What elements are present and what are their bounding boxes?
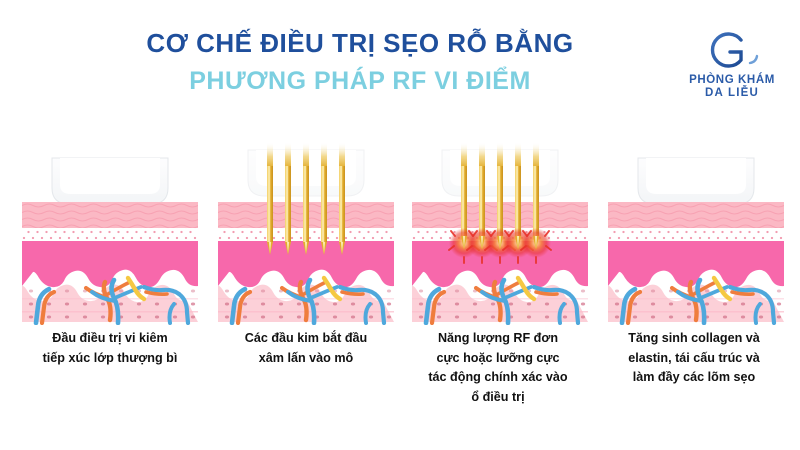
- step-panel-2: [218, 140, 394, 330]
- skin-cross-section-4: [608, 202, 784, 323]
- title-line-1: CƠ CHẾ ĐIỀU TRỊ SẸO RỖ BẰNG: [146, 28, 574, 58]
- step-panel-4: [608, 140, 784, 330]
- page-title: CƠ CHẾ ĐIỀU TRỊ SẸO RỖ BẰNG PHƯƠNG PHÁP …: [60, 28, 660, 96]
- caption-line: xâm lấn vào mô: [258, 350, 354, 365]
- step-panel-1: [22, 140, 198, 330]
- step-3-illustration: [412, 142, 588, 325]
- step-1-illustration: [22, 157, 198, 325]
- step-2-caption: Các đầu kim bắt đầu xâm lấn vào mô: [213, 329, 399, 368]
- caption-line: tác động chính xác vào: [428, 370, 568, 384]
- step-panel-3: [412, 140, 588, 330]
- caption-line: làm đầy các lõm sẹo: [632, 370, 756, 384]
- caption-line: tiếp xúc lớp thượng bì: [42, 350, 178, 365]
- microneedle-array-3: [448, 142, 552, 264]
- step-2-illustration: [218, 142, 394, 325]
- caption-line: Các đầu kim bắt đầu: [244, 331, 368, 345]
- device-head-4: [637, 157, 755, 205]
- caption-line: Đầu điều trị vi kiêm: [52, 331, 168, 345]
- title-line-2: PHƯƠNG PHÁP RF VI ĐIỂM: [189, 67, 531, 95]
- step-1-caption: Đầu điều trị vi kiêm tiếp xúc lớp thượng…: [17, 329, 203, 368]
- caption-line: Tăng sinh collagen và: [628, 331, 760, 345]
- skin-cross-section-1: [22, 202, 198, 323]
- clinic-logo: PHÒNG KHÁM DA LIỄU: [672, 24, 792, 110]
- step-3-caption: Năng lượng RF đơn cực hoặc lưỡng cực tác…: [405, 329, 591, 407]
- caption-line: elastin, tái cấu trúc và: [628, 350, 760, 365]
- logo-text-line-1: PHÒNG KHÁM: [689, 74, 775, 86]
- caption-line: ổ điều trị: [471, 389, 525, 404]
- step-4-illustration: [608, 157, 784, 325]
- steps-row: [0, 140, 800, 340]
- caption-line: cực hoặc lưỡng cực: [436, 350, 560, 365]
- logo-monogram-icon: [710, 29, 759, 68]
- step-4-caption: Tăng sinh collagen và elastin, tái cấu t…: [601, 329, 787, 388]
- caption-line: Năng lượng RF đơn: [437, 331, 559, 345]
- logo-text-line-2: DA LIỄU: [705, 87, 759, 99]
- microneedle-array-2: [267, 142, 345, 255]
- device-head-1: [51, 157, 169, 205]
